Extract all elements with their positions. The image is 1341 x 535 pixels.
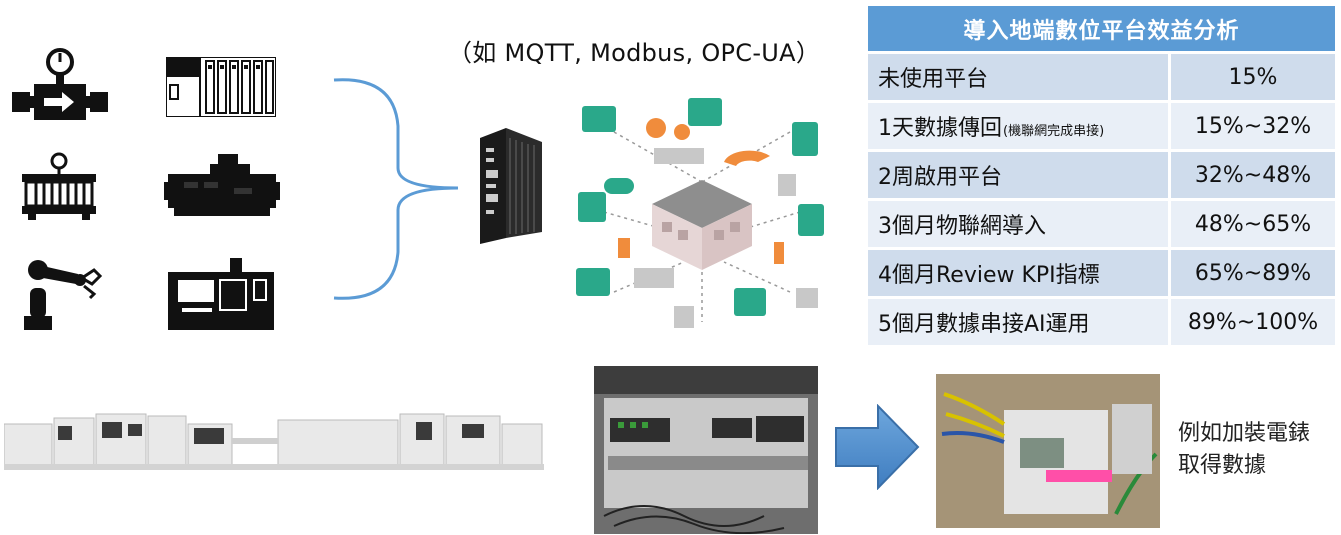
heater-unit-icon <box>22 152 96 220</box>
smart-factory-illustration <box>574 92 830 336</box>
bracket-connector <box>332 76 462 304</box>
chiller-icon <box>164 154 280 218</box>
table-row: 1天數據傳回(機聯網完成串接) 15%~32% <box>868 103 1335 149</box>
stage-cell: 4個月Review KPI指標 <box>878 263 1100 288</box>
flow-meter-icon <box>12 48 108 128</box>
value-cell: 32%~48% <box>1168 152 1335 198</box>
table-row: 2周啟用平台 32%~48% <box>868 152 1335 198</box>
cnc-machine-icon <box>168 258 274 330</box>
table-row: 3個月物聯網導入 48%~65% <box>868 201 1335 247</box>
value-cell: 65%~89% <box>1168 250 1335 296</box>
plc-rack-icon <box>166 57 276 117</box>
stage-cell: 5個月數據串接AI運用 <box>878 312 1090 337</box>
value-cell: 15% <box>1168 54 1335 100</box>
protocol-caption: （如 MQTT, Modbus, OPC-UA） <box>448 39 821 67</box>
meter-caption-line2: 取得數據 <box>1178 453 1267 478</box>
robot-arm-icon <box>20 256 106 332</box>
electrical-cabinet-photo <box>594 366 818 534</box>
edge-gateway-icon <box>472 128 548 244</box>
stage-cell: 1天數據傳回(機聯網完成串接) <box>878 116 1105 141</box>
meter-caption-line1: 例如加裝電錶 <box>1178 421 1311 446</box>
smt-production-line-image <box>4 400 544 472</box>
stage-cell: 3個月物聯網導入 <box>878 214 1046 239</box>
meter-caption: 例如加裝電錶 取得數據 <box>1178 418 1338 482</box>
stage-cell: 2周啟用平台 <box>878 165 1002 190</box>
table-row: 4個月Review KPI指標 65%~89% <box>868 250 1335 296</box>
value-cell: 48%~65% <box>1168 201 1335 247</box>
power-meter-photo <box>936 374 1160 528</box>
value-cell: 15%~32% <box>1168 103 1335 149</box>
stage-note: (機聯網完成串接) <box>1003 123 1105 139</box>
value-cell: 89%~100% <box>1168 299 1335 345</box>
table-row: 未使用平台 15% <box>868 54 1335 100</box>
table-row: 5個月數據串接AI運用 89%~100% <box>868 299 1335 345</box>
table-title: 導入地端數位平台效益分析 <box>868 6 1335 51</box>
right-arrow-icon <box>834 404 920 490</box>
stage-cell: 未使用平台 <box>878 67 989 92</box>
